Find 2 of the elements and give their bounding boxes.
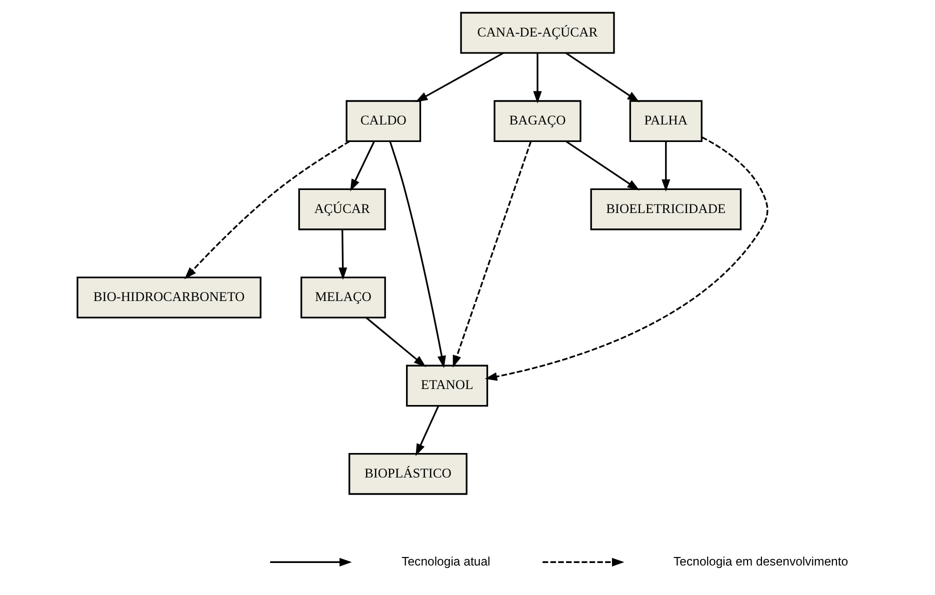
legend-label: Tecnologia em desenvolvimento	[673, 554, 848, 568]
legend-label: Tecnologia atual	[401, 554, 490, 568]
